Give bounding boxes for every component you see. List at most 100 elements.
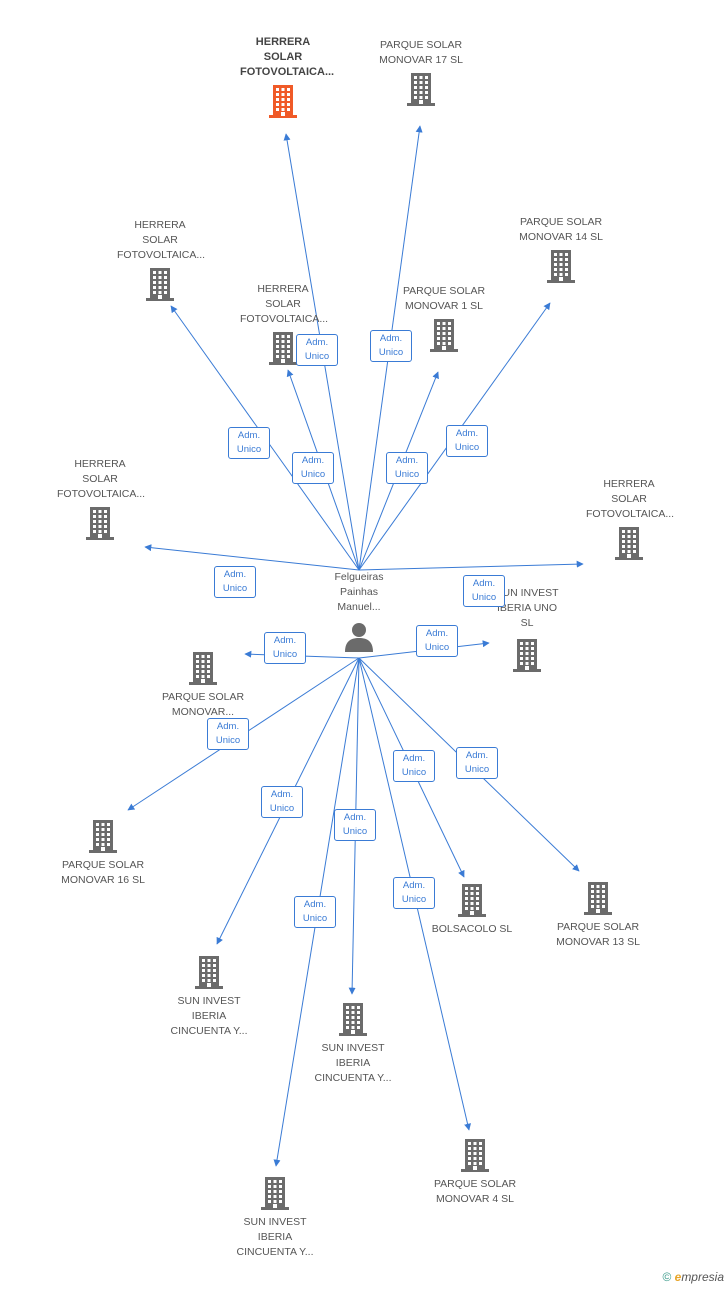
footer-brand: © empresia [662, 1270, 724, 1284]
company-name: PARQUE SOLAR MONOVAR 14 SL [519, 216, 603, 243]
building-icon [547, 250, 575, 283]
edge-label-0[interactable]: Adm. Unico [296, 334, 338, 366]
company-name: HERRERA SOLAR FOTOVOLTAICA... [117, 219, 206, 261]
edge-label-line2: Unico [471, 592, 497, 603]
company-node-5[interactable]: PARQUE SOLAR MONOVAR 1 SL [379, 284, 509, 353]
person-node[interactable]: Felgueiras Painhas Manuel... [299, 570, 419, 653]
company-name: HERRERA SOLAR FOTOVOLTAICA... [586, 478, 675, 520]
edge-label-line2: Unico [236, 444, 262, 455]
company-node-6[interactable]: HERRERA SOLAR FOTOVOLTAICA... [35, 457, 165, 541]
company-node-1[interactable]: PARQUE SOLAR MONOVAR 17 SL [356, 38, 486, 107]
edge-label-line2: Unico [304, 351, 330, 362]
edge-label-line1: Adm. [223, 569, 247, 580]
company-name: SUN INVEST IBERIA CINCUENTA Y... [236, 1216, 314, 1258]
person-name: Felgueiras Painhas Manuel... [334, 571, 384, 613]
company-name: PARQUE SOLAR MONOVAR 13 SL [556, 921, 640, 948]
person-icon [345, 623, 373, 652]
edge-label-line2: Unico [401, 767, 427, 778]
copyright-icon: © [662, 1270, 672, 1284]
company-node-4[interactable]: HERRERA SOLAR FOTOVOLTAICA... [218, 282, 348, 366]
building-icon [269, 85, 297, 118]
company-node-8[interactable]: SUN INVEST IBERIA UNO SL [462, 586, 592, 673]
building-icon [430, 319, 458, 352]
edge-line-6 [144, 544, 360, 571]
building-icon [146, 268, 174, 301]
edge-label-4[interactable]: Adm. Unico [292, 452, 334, 484]
edge-label-line1: Adm. [425, 628, 449, 639]
edge-label-line1: Adm. [395, 455, 419, 466]
company-name: BOLSACOLO SL [431, 923, 513, 935]
edge-label-10[interactable]: Adm. Unico [207, 718, 249, 750]
edge-label-15[interactable]: Adm. Unico [393, 877, 435, 909]
edge-label-7[interactable]: Adm. Unico [463, 575, 505, 607]
edge-label-13[interactable]: Adm.Unico [261, 786, 303, 818]
edge-line-7 [358, 560, 584, 571]
edge-label-line1: Adm. [402, 880, 426, 891]
company-node-0[interactable]: HERRERA SOLAR FOTOVOLTAICA... [218, 35, 348, 119]
edge-label-line2: Unico [378, 347, 404, 358]
edge-label-8[interactable]: Adm. Unico [416, 625, 458, 657]
company-node-3[interactable]: PARQUE SOLAR MONOVAR 14 SL [496, 215, 626, 284]
building-icon [615, 527, 643, 560]
edge-label-line1: Adm. [216, 721, 240, 732]
edge-label-line2: Unico [454, 442, 480, 453]
edge-label-line2: Unico [424, 642, 450, 653]
edge-label-line1: Adm. [270, 789, 294, 800]
company-name: HERRERA SOLAR FOTOVOLTAICA... [57, 458, 146, 500]
company-name: SUN INVEST IBERIA CINCUENTA Y... [314, 1042, 392, 1084]
company-node-2[interactable]: HERRERA SOLAR FOTOVOLTAICA... [95, 218, 225, 302]
edge-label-line1: Adm. [472, 578, 496, 589]
company-node-7[interactable]: HERRERA SOLAR FOTOVOLTAICA... [564, 477, 694, 561]
edge-label-2[interactable]: Adm.Unico [228, 427, 270, 459]
company-node-10[interactable]: PARQUE SOLAR MONOVAR 16 SL [38, 818, 168, 888]
edge-label-1[interactable]: Adm.Unico [370, 330, 412, 362]
company-name: PARQUE SOLAR MONOVAR 1 SL [402, 285, 486, 312]
edge-label-line1: Adm. [273, 635, 297, 646]
edge-label-line1: Adm. [303, 899, 327, 910]
building-icon [195, 956, 223, 989]
edge-label-line1: Adm. [301, 455, 325, 466]
building-icon [189, 652, 217, 685]
company-name: PARQUE SOLAR MONOVAR 4 SL [433, 1178, 517, 1205]
company-name: PARQUE SOLAR MONOVAR 16 SL [61, 859, 145, 886]
company-name: SUN INVEST IBERIA UNO SL [495, 587, 559, 629]
edge-label-line1: Adm. [465, 750, 489, 761]
edge-label-11[interactable]: Adm.Unico [393, 750, 435, 782]
edge-label-line2: Unico [222, 583, 248, 594]
edge-label-9[interactable]: Adm.Unico [264, 632, 306, 664]
company-node-12[interactable]: PARQUE SOLAR MONOVAR 13 SL [533, 880, 663, 950]
company-node-14[interactable]: SUN INVEST IBERIA CINCUENTA Y... [288, 1001, 418, 1086]
edge-label-6[interactable]: Adm. Unico [214, 566, 256, 598]
building-icon [407, 73, 435, 106]
edge-label-line2: Unico [300, 469, 326, 480]
edge-label-line1: Adm. [305, 337, 329, 348]
company-name: HERRERA SOLAR FOTOVOLTAICA... [240, 36, 335, 78]
edge-label-line2: Unico [215, 735, 241, 746]
company-name: SUN INVEST IBERIA CINCUENTA Y... [170, 995, 248, 1037]
building-icon [513, 639, 541, 672]
edge-label-16[interactable]: Adm. Unico [294, 896, 336, 928]
brand-logo[interactable]: empresia [674, 1270, 724, 1284]
company-name: HERRERA SOLAR FOTOVOLTAICA... [240, 283, 329, 325]
building-icon [261, 1177, 289, 1210]
building-icon [86, 507, 114, 540]
edge-label-12[interactable]: Adm. Unico [456, 747, 498, 779]
company-node-13[interactable]: SUN INVEST IBERIA CINCUENTA Y... [144, 954, 274, 1039]
edge-label-line1: Adm. [455, 428, 479, 439]
company-node-15[interactable]: PARQUE SOLAR MONOVAR 4 SL [410, 1137, 540, 1207]
edge-label-line2: Unico [302, 913, 328, 924]
edge-label-line2: Unico [464, 764, 490, 775]
edge-label-line2: Unico [401, 894, 427, 905]
company-node-16[interactable]: SUN INVEST IBERIA CINCUENTA Y... [210, 1175, 340, 1260]
building-icon [269, 332, 297, 365]
company-node-11[interactable]: BOLSACOLO SL [407, 882, 537, 937]
building-icon [89, 820, 117, 853]
building-icon [458, 884, 486, 917]
edge-label-3[interactable]: Adm. Unico [446, 425, 488, 457]
building-icon [339, 1003, 367, 1036]
edge-label-line1: Adm. [343, 812, 367, 823]
company-name: PARQUE SOLAR MONOVAR 17 SL [379, 39, 463, 66]
edge-label-14[interactable]: Adm.Unico [334, 809, 376, 841]
company-node-9[interactable]: PARQUE SOLAR MONOVAR... [138, 650, 268, 720]
edge-label-5[interactable]: Adm.Unico [386, 452, 428, 484]
